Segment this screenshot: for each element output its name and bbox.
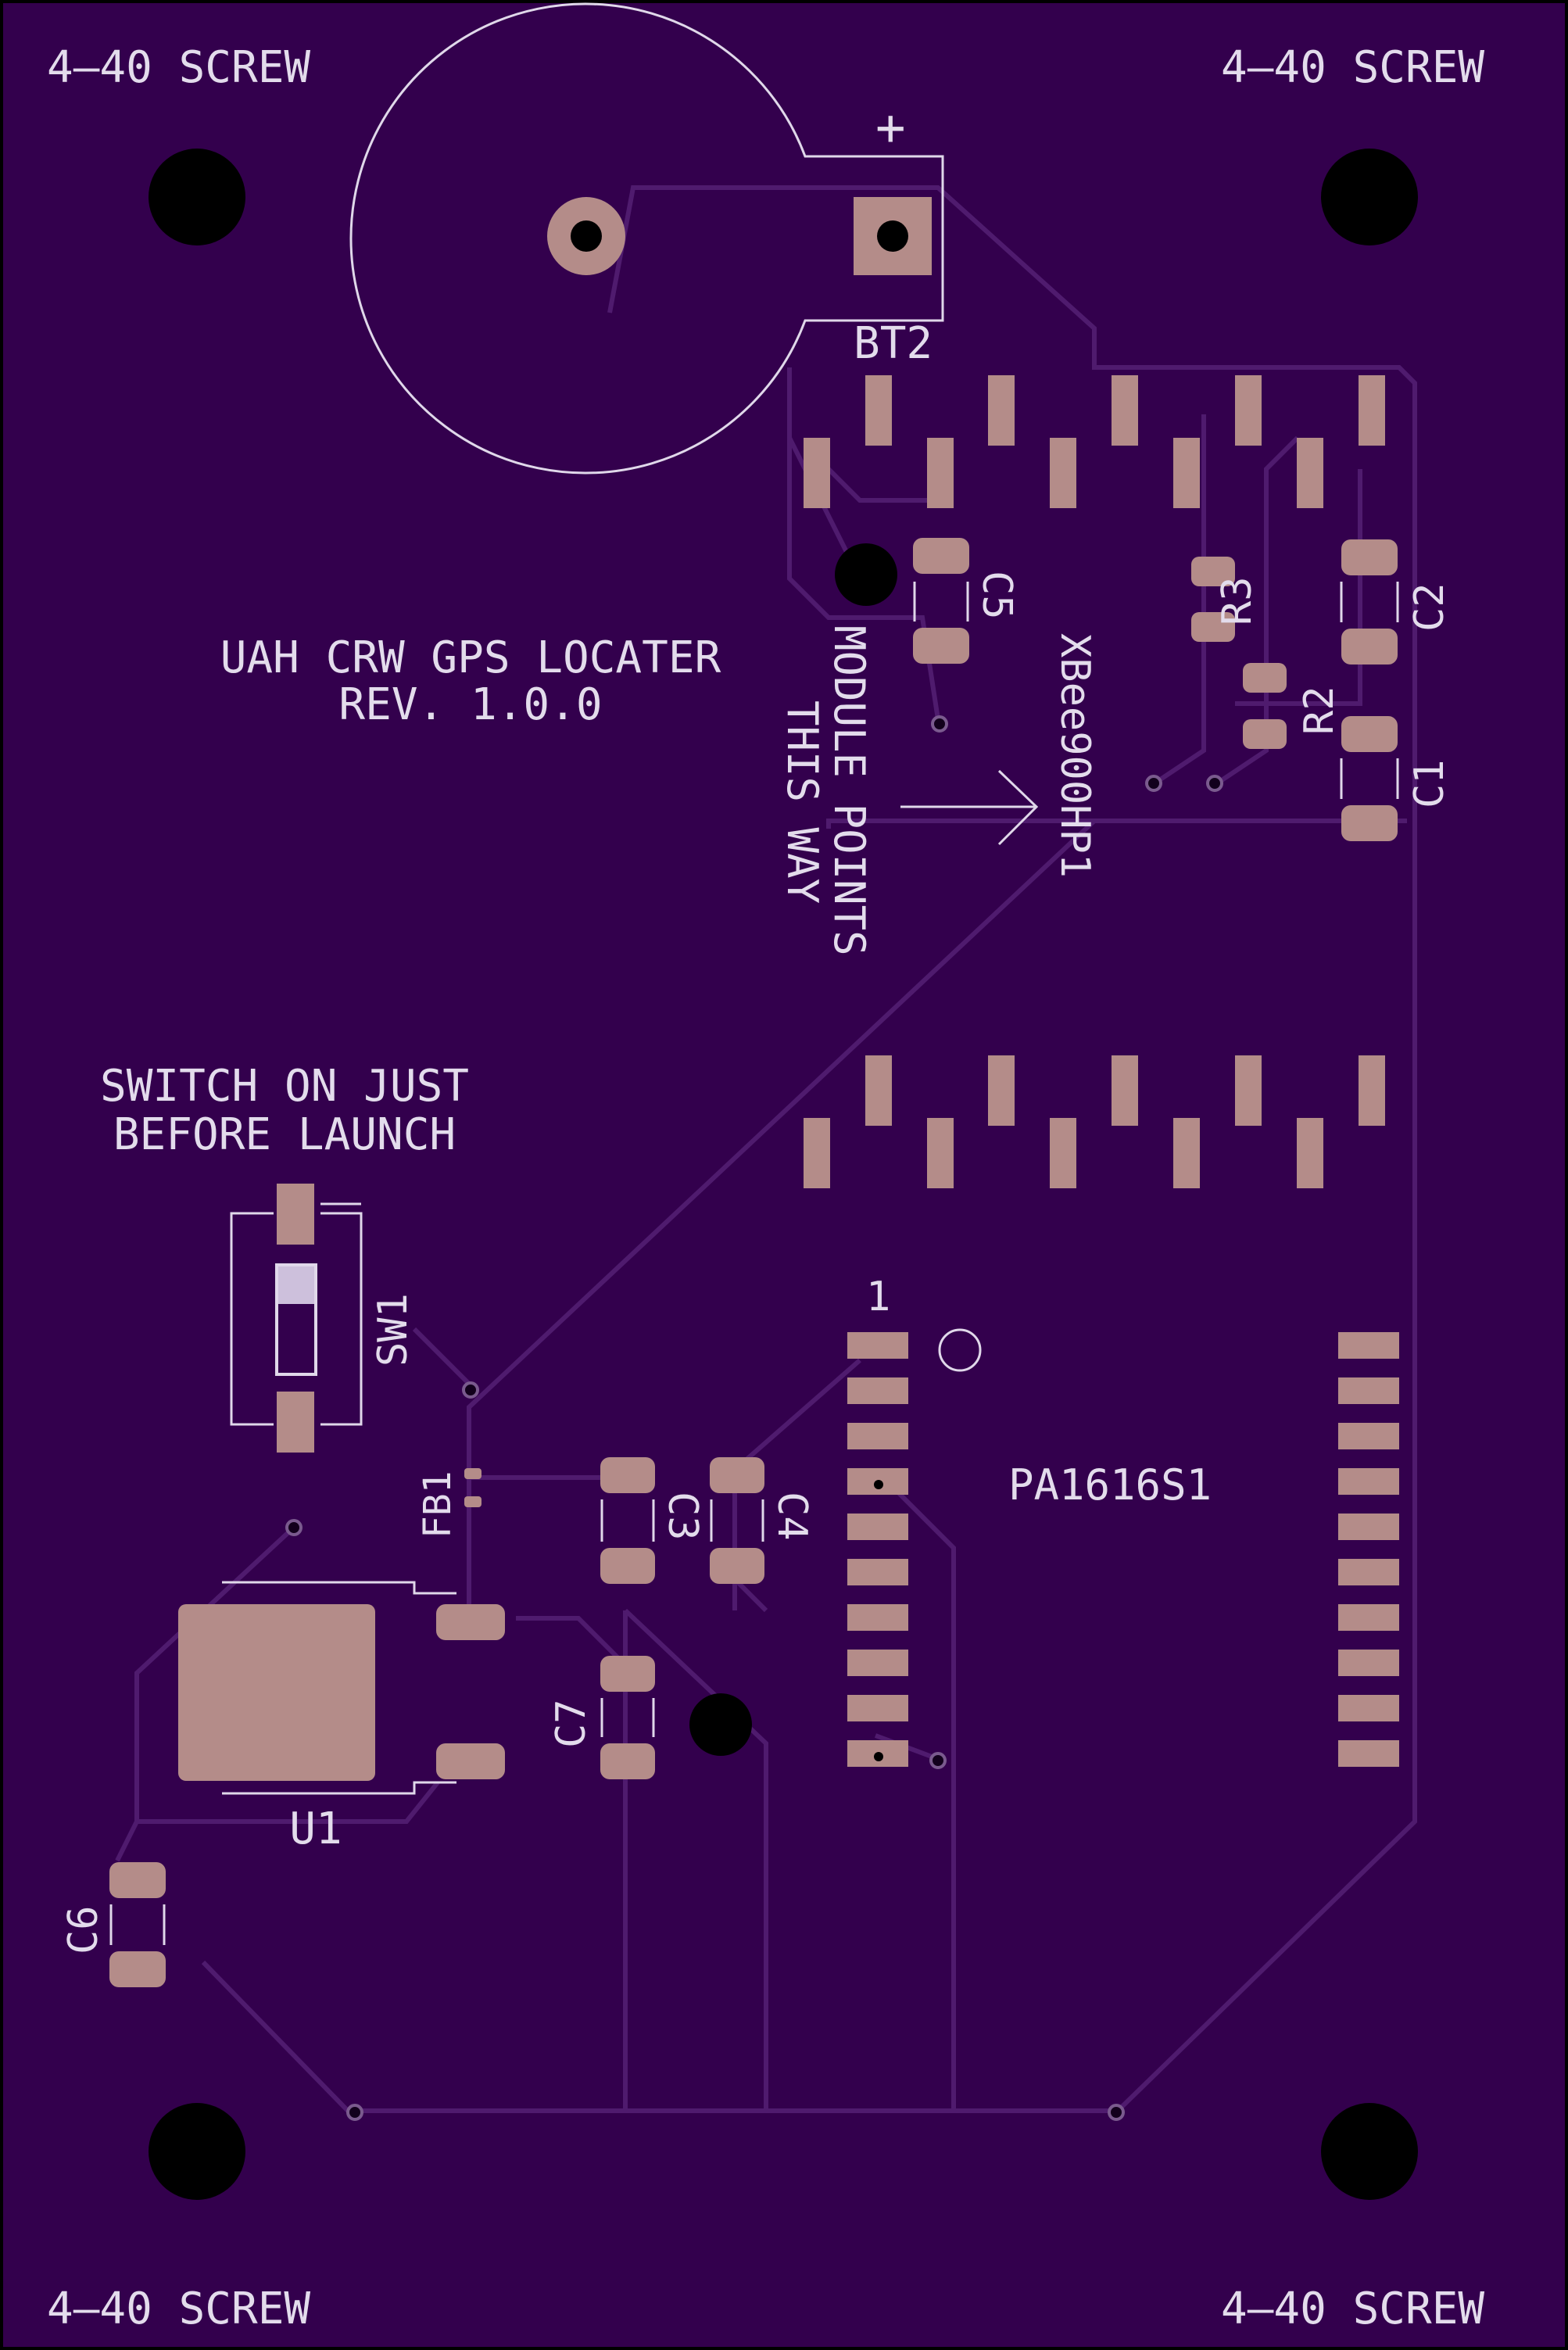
board-title-line2: REV. 1.0.0 — [338, 679, 602, 730]
c1-label: C1 — [1406, 759, 1453, 808]
sw1-label: SW1 — [370, 1293, 417, 1367]
module-note-line2: THIS WAY — [778, 700, 827, 904]
battery-outline — [349, 2, 944, 475]
battery-drill-negative — [571, 220, 602, 252]
gps-module-pa1616s1: 1 PA1616S1 — [847, 1274, 1399, 1767]
switch-note-line1: SWITCH ON JUST — [100, 1061, 469, 1112]
battery-ref-label: BT2 — [854, 318, 933, 369]
capacitor-c2: C2 — [1340, 539, 1453, 665]
mounting-hole-bottom-left — [149, 2103, 245, 2200]
switch-actuator — [278, 1266, 314, 1304]
c2-label: C2 — [1406, 582, 1453, 632]
c7-label: C7 — [548, 1699, 595, 1748]
mounting-hole-top-right — [1321, 149, 1418, 245]
slide-switch-sw1: SW1 — [230, 1184, 417, 1453]
switch-note-line2: BEFORE LAUNCH — [113, 1109, 456, 1160]
xbee-pads-bottom — [804, 1055, 1385, 1188]
r2-label: R2 — [1296, 686, 1343, 735]
xbee-pads-top — [804, 375, 1385, 508]
fb1-label: FB1 — [416, 1471, 460, 1539]
module-note-line1: MODULE POINTS — [825, 625, 874, 956]
board-title-line1: UAH CRW GPS LOCATER — [220, 632, 721, 683]
mounting-hole-top-left — [149, 149, 245, 245]
fiducial-hole-upper — [835, 543, 897, 606]
arrow-icon — [900, 769, 1039, 846]
corner-label-bottom-right: 4–40 SCREW — [1221, 2284, 1484, 2334]
gps-pin1-label: 1 — [866, 1274, 890, 1320]
u1-label: U1 — [289, 1804, 342, 1854]
fiducial-hole-lower — [689, 1693, 752, 1756]
corner-label-bottom-left: 4–40 SCREW — [47, 2284, 310, 2334]
c6-label: C6 — [60, 1905, 107, 1954]
c4-label: C4 — [768, 1492, 815, 1541]
capacitor-c3: C3 — [600, 1457, 706, 1584]
r3-label: R3 — [1214, 576, 1261, 625]
mounting-hole-bottom-right — [1321, 2103, 1418, 2200]
capacitor-c6: C6 — [60, 1862, 166, 1987]
u1-thermal-pad — [178, 1604, 375, 1781]
regulator-u1: U1 — [178, 1581, 505, 1854]
battery-plus-label: + — [875, 99, 906, 157]
via-group — [285, 715, 1223, 2121]
gps-ref-label: PA1616S1 — [1008, 1460, 1212, 1510]
gps-pads-right — [1338, 1332, 1399, 1767]
corner-label-top-left: 4–40 SCREW — [47, 42, 310, 93]
gps-orientation-mark — [938, 1328, 982, 1372]
capacitor-c4: C4 — [710, 1457, 815, 1584]
xbee-module-label: XBee900HP1 — [1051, 633, 1098, 878]
resistor-r2: R2 — [1243, 663, 1343, 749]
ferrite-bead-fb1: FB1 — [416, 1468, 481, 1539]
gps-pads-left — [847, 1332, 908, 1767]
battery-holder: + BT2 — [349, 2, 944, 475]
capacitor-c1: C1 — [1340, 716, 1453, 841]
capacitor-c5: C5 — [913, 538, 1020, 664]
corner-label-top-right: 4–40 SCREW — [1221, 42, 1484, 93]
capacitor-c7: C7 — [548, 1656, 655, 1779]
battery-drill-positive — [877, 220, 908, 252]
c5-label: C5 — [973, 571, 1020, 620]
c3-label: C3 — [659, 1492, 706, 1541]
resistor-r3: R3 — [1191, 557, 1261, 642]
